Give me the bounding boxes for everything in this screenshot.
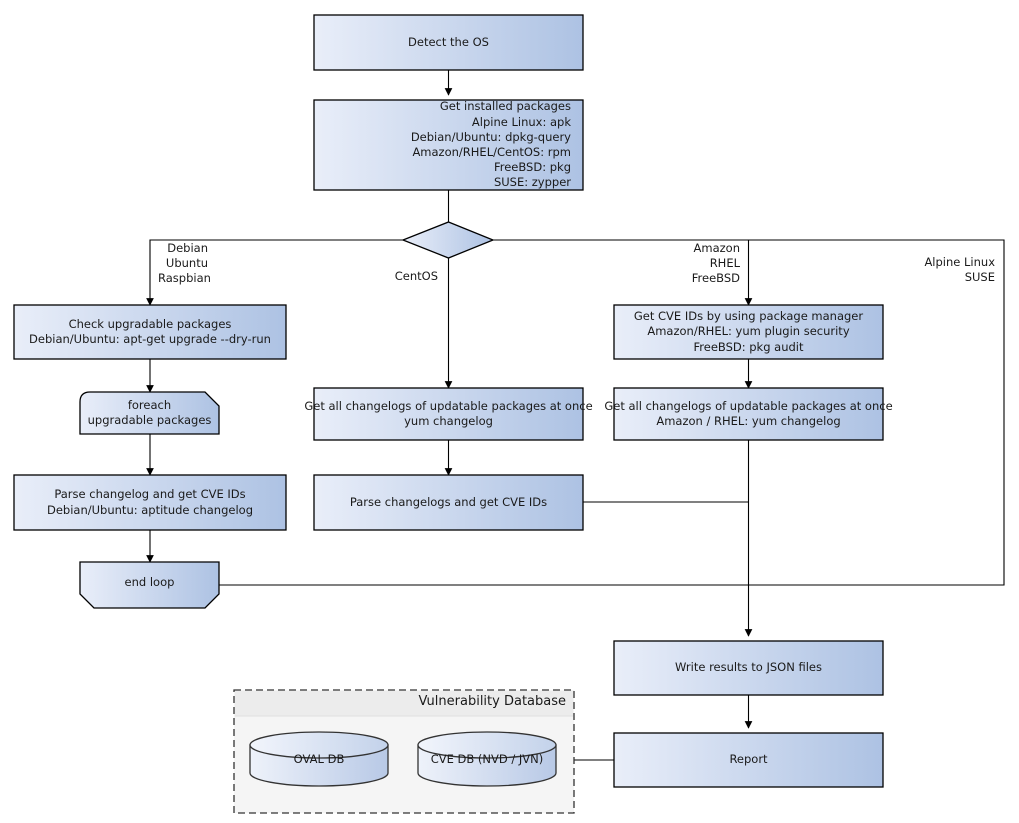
node-centos-get-changelogs[interactable]	[313, 387, 584, 441]
edge-decision-to-alpine	[219, 239, 1005, 586]
edge-label-branch-centos: CentOS	[394, 269, 438, 283]
vulnerability-database-panel-header	[235, 691, 573, 716]
database-cylinder-cve-db[interactable]	[417, 731, 557, 787]
vulnerability-database-panel-title: Vulnerability Database	[418, 694, 566, 709]
node-foreach-loop-start[interactable]	[79, 391, 220, 435]
node-report[interactable]	[613, 732, 884, 788]
node-write-results-json[interactable]	[613, 640, 884, 696]
node-parse-changelogs-cve-ids[interactable]	[313, 474, 584, 531]
node-parse-changelog-cve-ids[interactable]	[13, 474, 287, 531]
node-os-decision[interactable]	[401, 221, 495, 259]
node-check-upgradable-packages[interactable]	[13, 304, 287, 360]
node-detect-os[interactable]	[313, 14, 584, 71]
node-rhel-get-changelogs[interactable]	[613, 387, 884, 441]
database-cylinder-oval-db[interactable]	[249, 731, 389, 787]
database-cylinder-cve-db-label: CVE DB (NVD / JVN)	[430, 752, 544, 766]
database-cylinder-oval-db-label: OVAL DB	[293, 752, 345, 766]
node-get-installed-packages[interactable]	[313, 99, 584, 191]
node-get-cve-ids-package-manager[interactable]	[613, 304, 884, 360]
edge-decision-to-debian	[146, 239, 403, 306]
node-end-loop[interactable]	[79, 561, 220, 609]
